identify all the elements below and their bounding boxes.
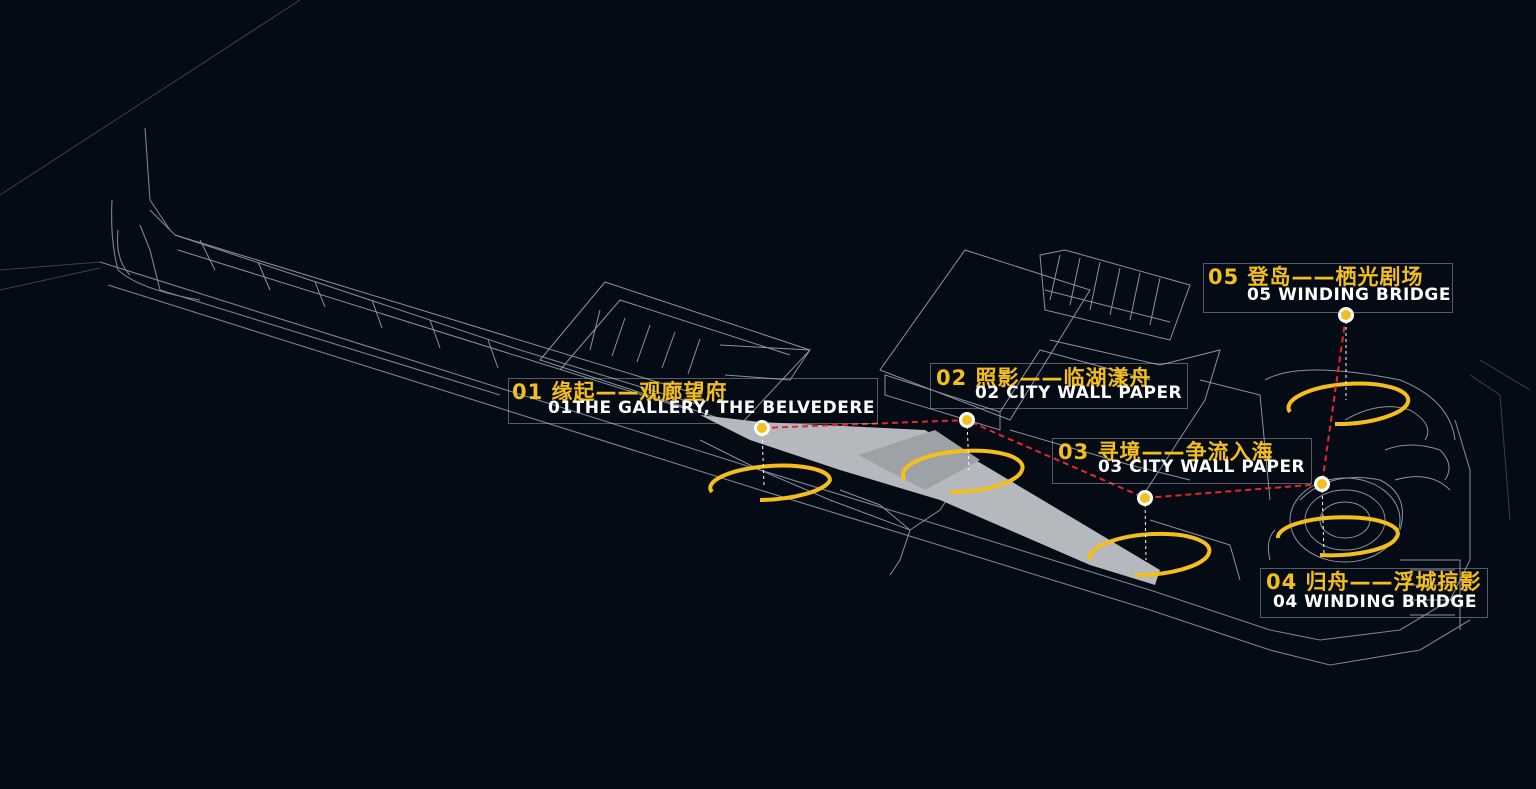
node-02-title-cn: 02 照影——临湖漾舟 [936,366,1152,390]
label-box-05 [1203,263,1453,313]
grey-walkway [700,415,1160,585]
node-01-title-cn: 01 缘起——观廊望府 [512,380,728,404]
site-outline [99,127,1471,666]
ring-01 [708,463,833,502]
node-04-title-en: 04 WINDING BRIDGE [1273,592,1477,612]
site-boundary-lines [0,0,1531,521]
node-05-title-en: 05 WINDING BRIDGE [1247,285,1451,305]
label-box-03 [1052,438,1312,484]
ring-03 [1087,531,1212,578]
label-box-04 [1260,568,1488,618]
node-03-title-en: 03 CITY WALL PAPER [1098,457,1306,477]
node-marker-01 [754,420,770,436]
node-01-title-en: 01THE GALLERY, THE BELVEDERE [548,398,876,418]
label-box-02 [930,363,1188,409]
node-marker-04 [1314,476,1330,492]
colonnade-posts [174,234,701,411]
ring-05 [1286,381,1411,427]
yellow-rings [708,381,1411,578]
label-box-01 [508,378,878,424]
node-04-title-cn: 04 归舟——浮城掠影 [1266,570,1482,594]
building-blocks [539,249,1271,581]
node-markers [754,307,1354,506]
ring-02 [900,448,1025,495]
node-marker-03 [1137,490,1153,506]
node-03-title-cn: 03 寻境——争流入海 [1058,440,1274,464]
node-marker-05 [1338,307,1354,323]
tour-route-line [761,314,1347,500]
node-05-title-cn: 05 登岛——栖光剧场 [1208,265,1424,289]
node-02-title-en: 02 CITY WALL PAPER [975,383,1183,403]
ring-04 [1275,515,1400,558]
node-marker-02 [959,412,975,428]
drop-lines [761,315,1347,561]
